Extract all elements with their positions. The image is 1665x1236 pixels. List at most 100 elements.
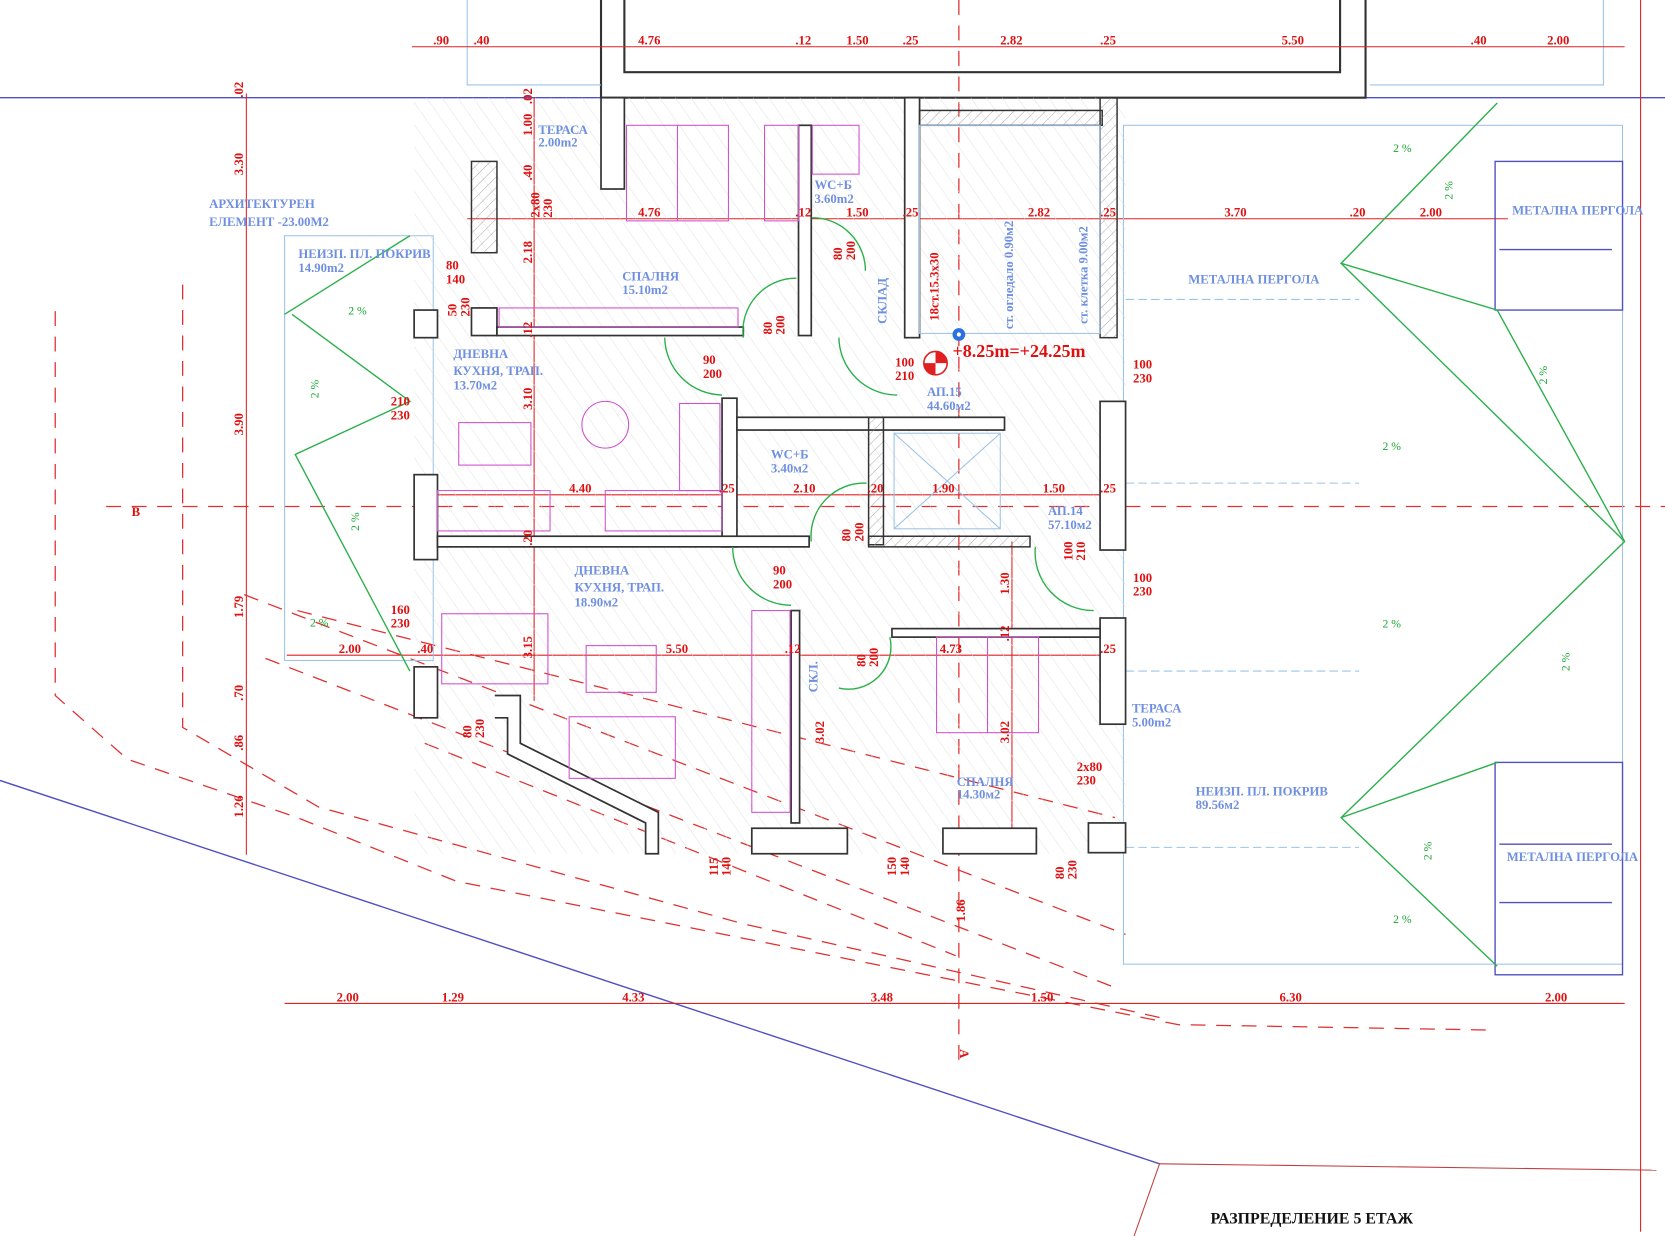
room-label: НЕИЗП. ПЛ. ПОКРИВ	[298, 247, 431, 261]
room-label: ТЕРАСА	[538, 123, 588, 137]
opening-size: 200	[867, 648, 881, 667]
dimension-label: 4.76	[638, 206, 660, 220]
dimension-label: .02	[232, 82, 246, 98]
storage-label: СКЛАД	[876, 278, 890, 324]
dimension-label: 3.48	[871, 990, 893, 1004]
dimension-label: .25	[903, 206, 919, 220]
dimension-label: .20	[868, 482, 884, 496]
dimension-label: .02	[521, 88, 535, 104]
dimension-label: 4.76	[638, 34, 660, 48]
dimension-label: 2.00	[1545, 990, 1567, 1004]
room-area: ЕЛЕМЕНТ -23.00М2	[209, 215, 329, 229]
room-label: КУХНЯ, ТРАП.	[453, 364, 543, 378]
dimension-label: 2.82	[1028, 206, 1050, 220]
room-area: 15.10m2	[622, 283, 668, 297]
opening-size: 230	[391, 408, 410, 422]
dimension-label: 1.26	[232, 795, 246, 817]
dimension-label: .20	[1350, 206, 1366, 220]
dimension-label: 4.33	[622, 990, 644, 1004]
level-marker	[923, 328, 966, 376]
dimension-label: 1.29	[442, 990, 464, 1004]
storage-label: СКЛ.	[807, 661, 821, 692]
room-label: КУХНЯ, ТРАП.	[574, 580, 664, 594]
opening-size: 200	[774, 315, 788, 334]
room-label: WC+Б	[771, 448, 809, 462]
opening-size: 90	[703, 353, 716, 367]
dimension-label: .25	[1100, 482, 1116, 496]
opening-size: 100	[1133, 357, 1152, 371]
dimension-label: 1.00	[521, 114, 535, 136]
pergola-label: МЕТАЛНА ПЕРГОЛА	[1188, 273, 1320, 287]
slope-indicator: 2 %	[348, 304, 367, 317]
room-area: 18.90м2	[574, 595, 618, 609]
dimension-label: .25	[1100, 206, 1116, 220]
pergola-label: МЕТАЛНА ПЕРГОЛА	[1512, 203, 1644, 217]
dimension-label: 3.02	[813, 721, 827, 743]
opening-size: 230	[1133, 585, 1152, 599]
slope-indicator: 2 %	[1537, 366, 1550, 385]
room-area: 3.60m2	[814, 192, 853, 206]
pergola-label: МЕТАЛНА ПЕРГОЛА	[1507, 850, 1639, 864]
room-area: 14.30м2	[957, 788, 1001, 802]
dimension-label: .12	[785, 642, 801, 656]
slope-indicator: 2 %	[349, 512, 362, 531]
shaft-label: ст. огледало 0.90м2	[1002, 221, 1016, 329]
dimension-label: .86	[232, 735, 246, 751]
dimension-label: .12	[795, 34, 811, 48]
room-area: 5.00m2	[1132, 715, 1171, 729]
opening-size: 80	[840, 529, 854, 542]
opening-size: 80	[460, 725, 474, 738]
opening-size: 100	[1061, 542, 1075, 561]
opening-size: 80	[761, 322, 775, 335]
dimension-label: .40	[474, 34, 490, 48]
opening-size: 140	[898, 857, 912, 876]
dimension-label: 2.00	[1420, 206, 1442, 220]
dimension-label: .12	[521, 322, 535, 338]
room-label: АП.15	[927, 385, 962, 399]
dimension-label: .40	[1471, 34, 1487, 48]
dimension-label: 3.70	[1224, 206, 1246, 220]
dimension-label: .40	[521, 165, 535, 181]
room-label: НЕИЗП. ПЛ. ПОКРИВ	[1196, 784, 1329, 798]
section-marker-b: B	[132, 505, 141, 519]
slope-indicator: 2 %	[1443, 181, 1456, 200]
dimension-label: 1.50	[846, 206, 868, 220]
dimension-label: 5.50	[666, 642, 688, 656]
slope-indicator: 2 %	[1393, 142, 1412, 155]
stairs-label: 18ст.15.3х30	[928, 252, 942, 320]
dimension-label: .40	[417, 642, 433, 656]
dimension-label: 3.15	[521, 636, 535, 658]
stairwell-label: ст. клетка 9.00м2	[1076, 226, 1090, 324]
dimension-label: 1.79	[232, 596, 246, 618]
opening-size: 140	[446, 273, 465, 287]
opening-size: 80	[1053, 866, 1067, 879]
room-area: 14.90m2	[298, 261, 344, 275]
opening-size: 200	[844, 241, 858, 260]
dimension-label: 3.30	[232, 153, 246, 175]
opening-size: 230	[458, 297, 472, 316]
slope-indicator: 2 %	[1393, 913, 1412, 926]
elevation-label: +8.25m=+24.25m	[952, 341, 1085, 361]
opening-size: 80	[831, 247, 845, 260]
dimension-label: 2.00	[1547, 34, 1569, 48]
walls	[413, 96, 1127, 855]
opening-size: 230	[1133, 371, 1152, 385]
dimension-label: 2.00	[339, 642, 361, 656]
dimension-label: 2.10	[793, 482, 815, 496]
dimension-label: 4.40	[569, 482, 591, 496]
opening-size: 210	[895, 369, 914, 383]
room-area: 3.40м2	[771, 462, 808, 476]
room-label: WC+Б	[814, 178, 852, 192]
dimension-label: 1.50	[1043, 482, 1065, 496]
dimension-label: 2.18	[521, 241, 535, 263]
room-label: ДНЕВНА	[574, 563, 630, 577]
opening-size: 200	[773, 577, 792, 591]
section-marker-a: A	[957, 1049, 971, 1059]
dimension-label: 6.30	[1280, 990, 1302, 1004]
opening-size: 150	[885, 857, 899, 876]
opening-size: 160	[391, 603, 410, 617]
dimension-label: .25	[903, 34, 919, 48]
dimension-label: .90	[433, 34, 449, 48]
room-area: 89.56м2	[1196, 798, 1240, 812]
